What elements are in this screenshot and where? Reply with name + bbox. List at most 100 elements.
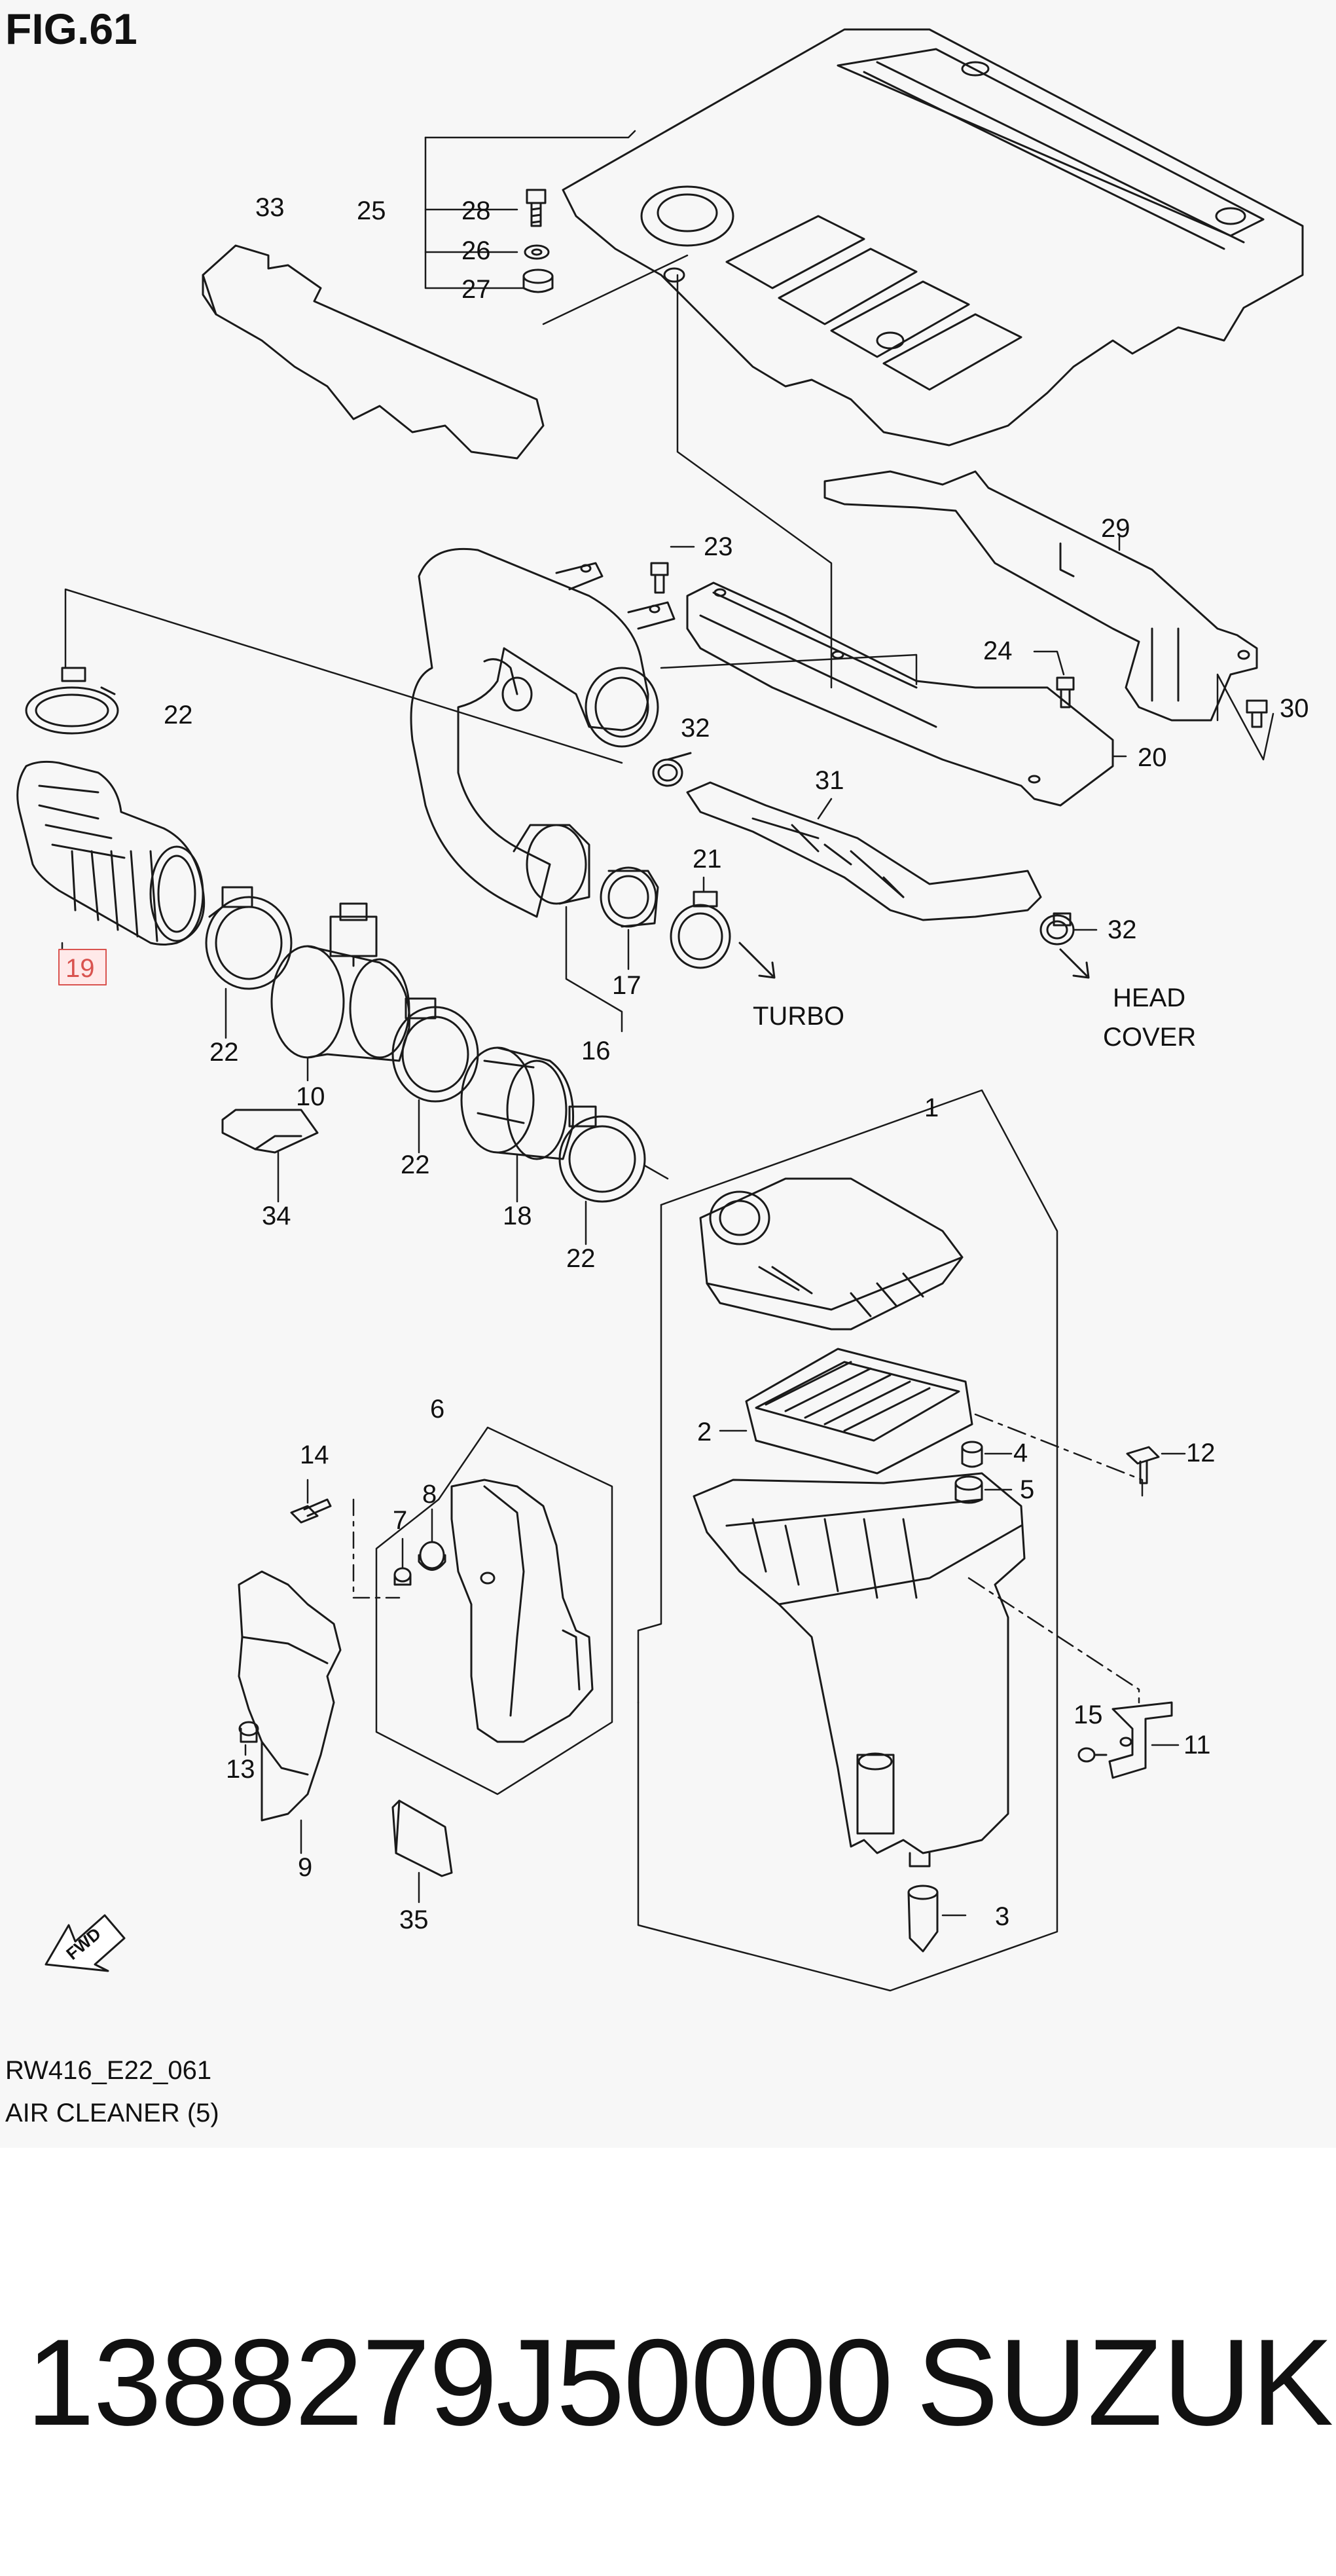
callout-20: 20 xyxy=(1138,743,1167,772)
bolt-13 xyxy=(238,1721,259,1743)
leader-frame-6 xyxy=(375,1426,613,1795)
figure-title: FIG.61 xyxy=(5,5,137,53)
callout-11: 11 xyxy=(1183,1731,1211,1759)
leader-30 xyxy=(1216,673,1274,761)
grommet-5 xyxy=(954,1475,983,1504)
clamp-32-upper xyxy=(652,752,692,787)
callout-5: 5 xyxy=(1020,1475,1034,1504)
bolt-30 xyxy=(1246,699,1268,728)
callout-22-b: 22 xyxy=(209,1038,239,1067)
callout-4: 4 xyxy=(1013,1439,1028,1467)
callout-32-b: 32 xyxy=(1108,915,1137,944)
callout-22-d: 22 xyxy=(566,1244,596,1273)
part-number: 1388279J50000 xyxy=(26,2313,894,2451)
engine-cover xyxy=(562,28,1304,447)
callout-2: 2 xyxy=(697,1418,712,1446)
callout-28: 28 xyxy=(461,196,491,225)
bracket-11 xyxy=(1108,1701,1173,1779)
bolt-14 xyxy=(290,1498,332,1524)
leader-16 xyxy=(565,906,623,1033)
callout-34: 34 xyxy=(262,1202,291,1230)
callout-26: 26 xyxy=(461,236,491,265)
leader-14-dash xyxy=(352,1498,401,1599)
bracket-9 xyxy=(238,1570,342,1822)
figure-caption: AIR CLEANER (5) xyxy=(5,2099,219,2127)
bracket-20 xyxy=(686,581,1114,807)
leader-12-dash xyxy=(974,1413,1144,1498)
bracket-34 xyxy=(221,1109,319,1154)
washer-26 xyxy=(524,244,550,260)
nut-7 xyxy=(393,1567,412,1586)
heat-shield-33 xyxy=(202,244,545,460)
callout-23: 23 xyxy=(704,532,733,561)
bolt-12 xyxy=(1126,1446,1160,1484)
callout-15: 15 xyxy=(1074,1701,1103,1729)
bolt-23 xyxy=(650,562,669,594)
bolt-24 xyxy=(1056,676,1075,708)
callout-12: 12 xyxy=(1186,1439,1216,1467)
brand-name: SUZUKI xyxy=(916,2313,1336,2451)
intake-duct xyxy=(410,547,676,918)
leader-bracket-group xyxy=(660,653,918,689)
callout-33: 33 xyxy=(255,193,285,222)
callout-14: 14 xyxy=(300,1441,329,1469)
intake-hose-19 xyxy=(16,760,206,946)
callout-7: 7 xyxy=(393,1506,407,1535)
callout-3: 3 xyxy=(995,1902,1009,1931)
callout-21: 21 xyxy=(693,845,722,874)
callout-9: 9 xyxy=(298,1853,312,1882)
leader-24 xyxy=(1033,650,1065,676)
parts-diagram: FIG.61 xyxy=(5,5,1309,2127)
leader-11-dash xyxy=(967,1577,1140,1704)
callout-29: 29 xyxy=(1101,514,1130,543)
callout-24: 24 xyxy=(983,636,1013,665)
callout-30: 30 xyxy=(1280,694,1309,723)
callout-27: 27 xyxy=(461,275,491,304)
callout-31: 31 xyxy=(815,766,844,795)
leader-frame-1b xyxy=(637,1204,662,1704)
clamp-21 xyxy=(670,891,731,969)
leader-frame-1 xyxy=(637,1089,1058,1992)
clamp-22-low xyxy=(558,1105,646,1203)
callout-32-a: 32 xyxy=(681,714,710,743)
callout-22-c: 22 xyxy=(401,1150,430,1179)
air-cleaner-case xyxy=(693,1472,1026,1868)
callout-1: 1 xyxy=(924,1094,939,1122)
bracket-29 xyxy=(823,470,1258,722)
callout-16: 16 xyxy=(581,1037,611,1065)
bolt-15 xyxy=(1077,1747,1108,1763)
callout-22-a: 22 xyxy=(164,701,193,729)
clamp-32-lower xyxy=(1039,912,1075,946)
drain-valve-3 xyxy=(907,1885,939,1953)
callout-13: 13 xyxy=(226,1755,255,1784)
air-cleaner-cap-1 xyxy=(699,1177,964,1331)
clamp-22-mid xyxy=(391,997,479,1103)
callout-18: 18 xyxy=(503,1202,532,1230)
callout-6: 6 xyxy=(430,1395,444,1424)
callout-17: 17 xyxy=(612,971,641,1000)
callout-8: 8 xyxy=(422,1480,437,1509)
callout-25: 25 xyxy=(357,196,386,225)
callout-19: 19 xyxy=(65,954,95,983)
leader-31 xyxy=(817,798,833,820)
grommet-4 xyxy=(961,1441,983,1468)
fwd-arrow-icon xyxy=(45,1914,126,1972)
bolt-28 xyxy=(526,189,547,227)
callout-19-box: 19 xyxy=(58,949,107,985)
resonator-6 xyxy=(450,1479,594,1743)
turbo-arrow xyxy=(738,942,776,979)
head-cover-arrow xyxy=(1059,948,1090,979)
maf-sensor-10 xyxy=(270,902,410,1062)
head-label: HEAD xyxy=(1113,984,1185,1012)
pad-35 xyxy=(391,1799,453,1877)
clamp-22-hose xyxy=(205,886,293,990)
cover-label: COVER xyxy=(1103,1023,1196,1052)
hose-18 xyxy=(460,1046,575,1160)
leader-hose-top xyxy=(64,588,623,764)
connector-17 xyxy=(600,866,659,928)
leader-22-c-join xyxy=(643,1164,669,1180)
duct-outlet-16 xyxy=(513,824,590,905)
clamp-22-top xyxy=(25,667,119,735)
filter-element-2 xyxy=(745,1348,973,1475)
callout-10: 10 xyxy=(296,1082,325,1111)
